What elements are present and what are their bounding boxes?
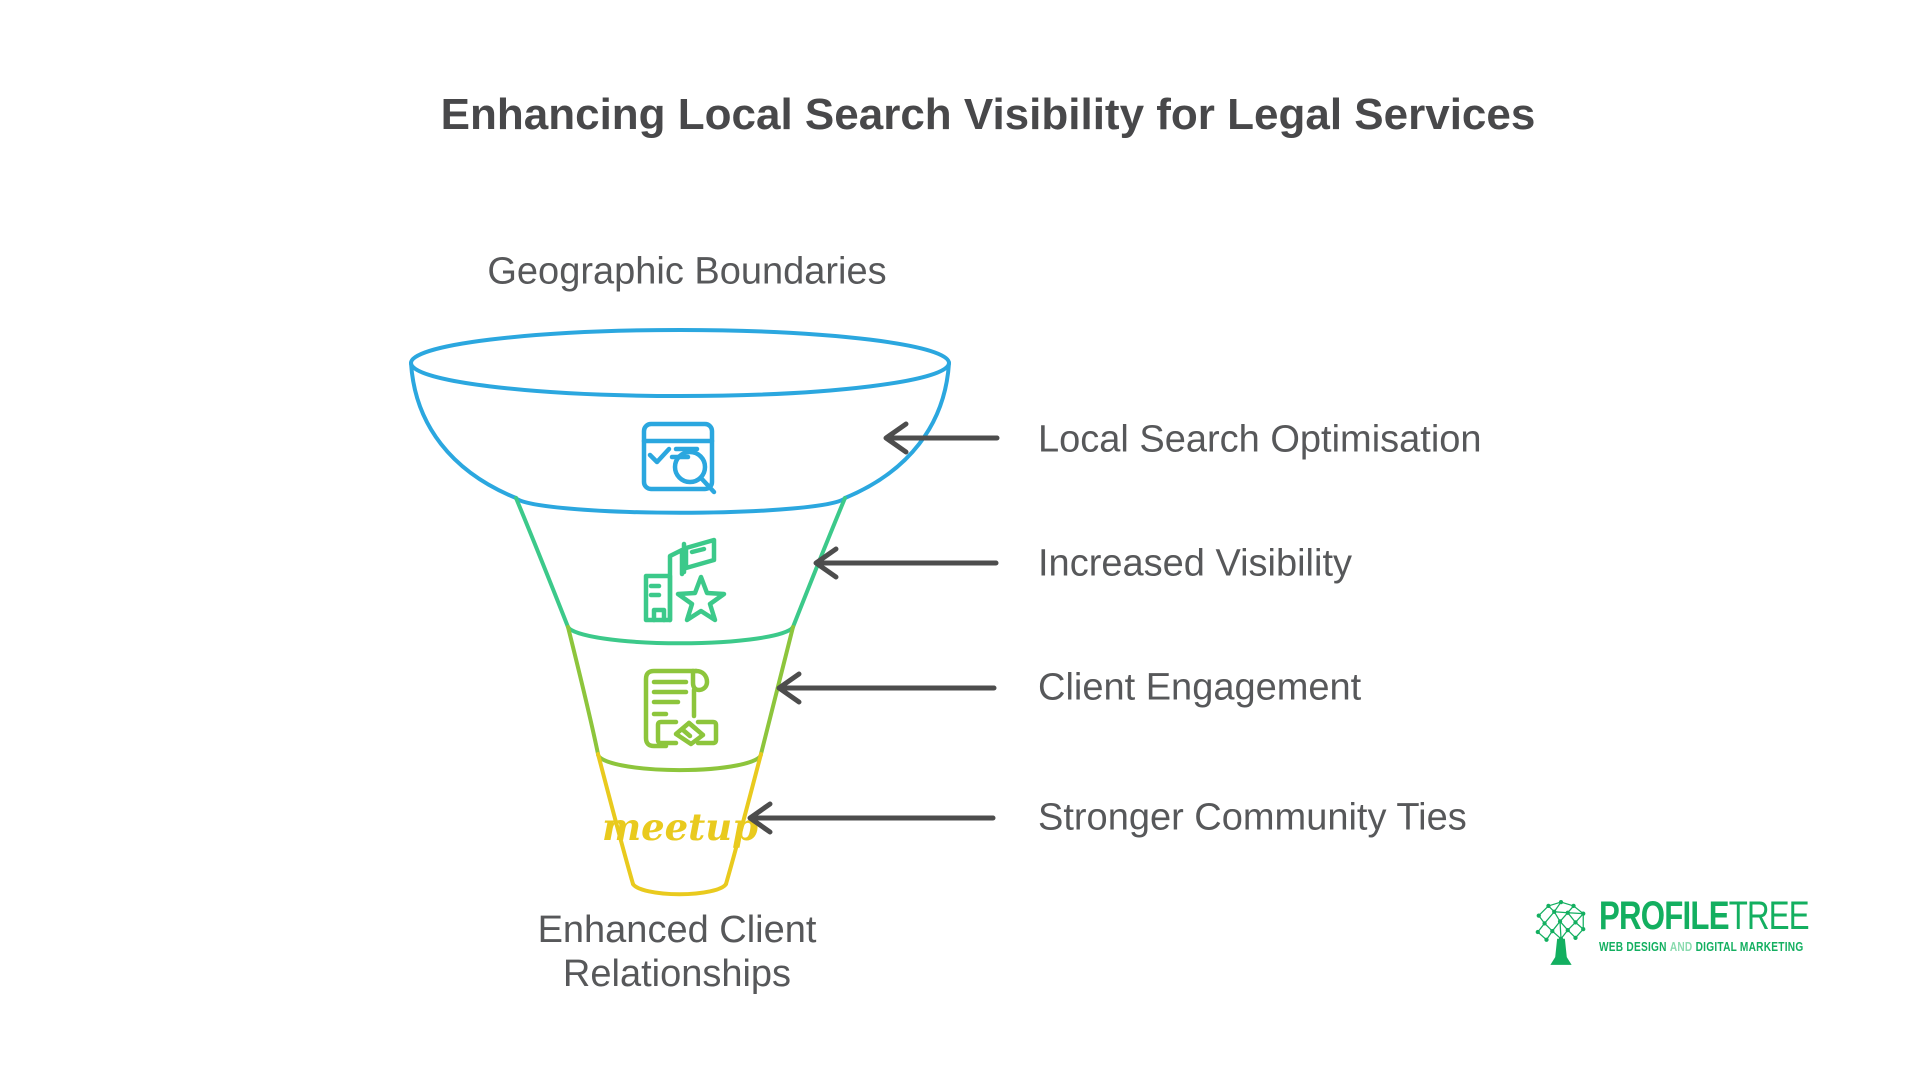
brand-name: PROFILETREE (1599, 894, 1810, 938)
tree-network-edges (1537, 901, 1584, 941)
funnel-wall-right-3 (759, 625, 795, 756)
tree-node (1558, 899, 1564, 905)
funnel-wall-left-4 (596, 752, 635, 886)
arrow-engagement (776, 671, 997, 705)
tree-node (1536, 913, 1541, 918)
tagline-and: AND (1669, 939, 1693, 954)
funnel-divider-2 (566, 625, 795, 646)
arrow-local-search (883, 421, 1000, 455)
scroll-paper (643, 668, 699, 749)
building-tower (667, 547, 685, 623)
handshake-hands (673, 720, 706, 747)
meetup-script-logo: meetup (602, 805, 758, 849)
tree-node (1546, 903, 1551, 909)
stage-label-stronger-community-ties: Stronger Community Ties (1038, 796, 1467, 839)
flag-dash (689, 546, 707, 555)
arrow-head-icon (776, 671, 802, 705)
tree-node (1581, 911, 1586, 916)
funnel-wall-right-4 (724, 752, 763, 886)
arrow-visibility (813, 546, 999, 580)
scroll-curl (690, 668, 710, 693)
flag-banner (683, 537, 717, 571)
tree-node (1557, 919, 1563, 924)
funnel-wall-left-3 (566, 625, 600, 756)
tree-node (1552, 909, 1557, 914)
funnel-section-local-search (409, 328, 951, 515)
funnel-bottom-arc (631, 882, 728, 897)
star-outline (675, 574, 727, 623)
arrow-head-icon (883, 421, 909, 455)
funnel-mouth-ellipse (409, 328, 951, 398)
brand-name-profile: PROFILE (1599, 894, 1730, 938)
funnel-divider-1 (514, 496, 847, 515)
stage-label-local-search-optimisation: Local Search Optimisation (1038, 418, 1482, 461)
magnifier-handle (698, 475, 717, 495)
arrow-community (747, 801, 996, 835)
city-buildings-star-icon (643, 537, 727, 623)
magnifier-lens (672, 449, 708, 485)
tree-node (1571, 903, 1576, 909)
tree-node (1544, 937, 1549, 942)
tree-node (1550, 928, 1555, 934)
stage-label-client-engagement: Client Engagement (1038, 666, 1362, 709)
handshake-sleeve-right (695, 719, 719, 746)
page-title: Enhancing Local Search Visibility for Le… (440, 90, 1536, 139)
tagline-digital-marketing: DIGITAL MARKETING (1695, 939, 1804, 954)
tree-node (1565, 910, 1570, 915)
callout-arrows (747, 421, 1000, 835)
tree-node (1573, 935, 1578, 940)
stage-label-increased-visibility: Increased Visibility (1038, 542, 1353, 585)
arrow-head-icon (747, 801, 773, 835)
arrow-head-icon (813, 546, 839, 580)
funnel-bottom-label: Enhanced Client Relationships (537, 909, 817, 996)
funnel-top-label: Geographic Boundaries (487, 250, 887, 293)
tree-node (1581, 927, 1586, 932)
funnel-section-community (596, 752, 763, 897)
funnel-wall-right-1 (843, 361, 951, 500)
building-door (651, 607, 667, 623)
contract-handshake-icon (643, 668, 719, 749)
funnel-wall-left-2 (514, 496, 570, 629)
building-front (643, 573, 673, 623)
tagline-web-design: WEB DESIGN (1599, 939, 1667, 954)
checkmark-glyph (647, 446, 672, 465)
browser-window (641, 421, 715, 492)
handshake-sleeve-left (655, 719, 679, 746)
funnel-section-engagement (566, 625, 795, 773)
tree-trunk (1550, 938, 1572, 965)
handshake-thumb (680, 720, 699, 739)
tree-edges-path (1537, 901, 1584, 941)
tree-node (1565, 927, 1570, 933)
profiletree-tree-icon (1535, 899, 1586, 965)
funnel-wall-left-1 (409, 361, 518, 500)
tree-node (1573, 920, 1578, 925)
funnel-divider-3 (596, 752, 763, 773)
tree-node (1542, 921, 1547, 926)
browser-search-icon (641, 421, 717, 495)
tree-node (1535, 929, 1540, 935)
brand-name-tree: TREE (1728, 894, 1810, 938)
